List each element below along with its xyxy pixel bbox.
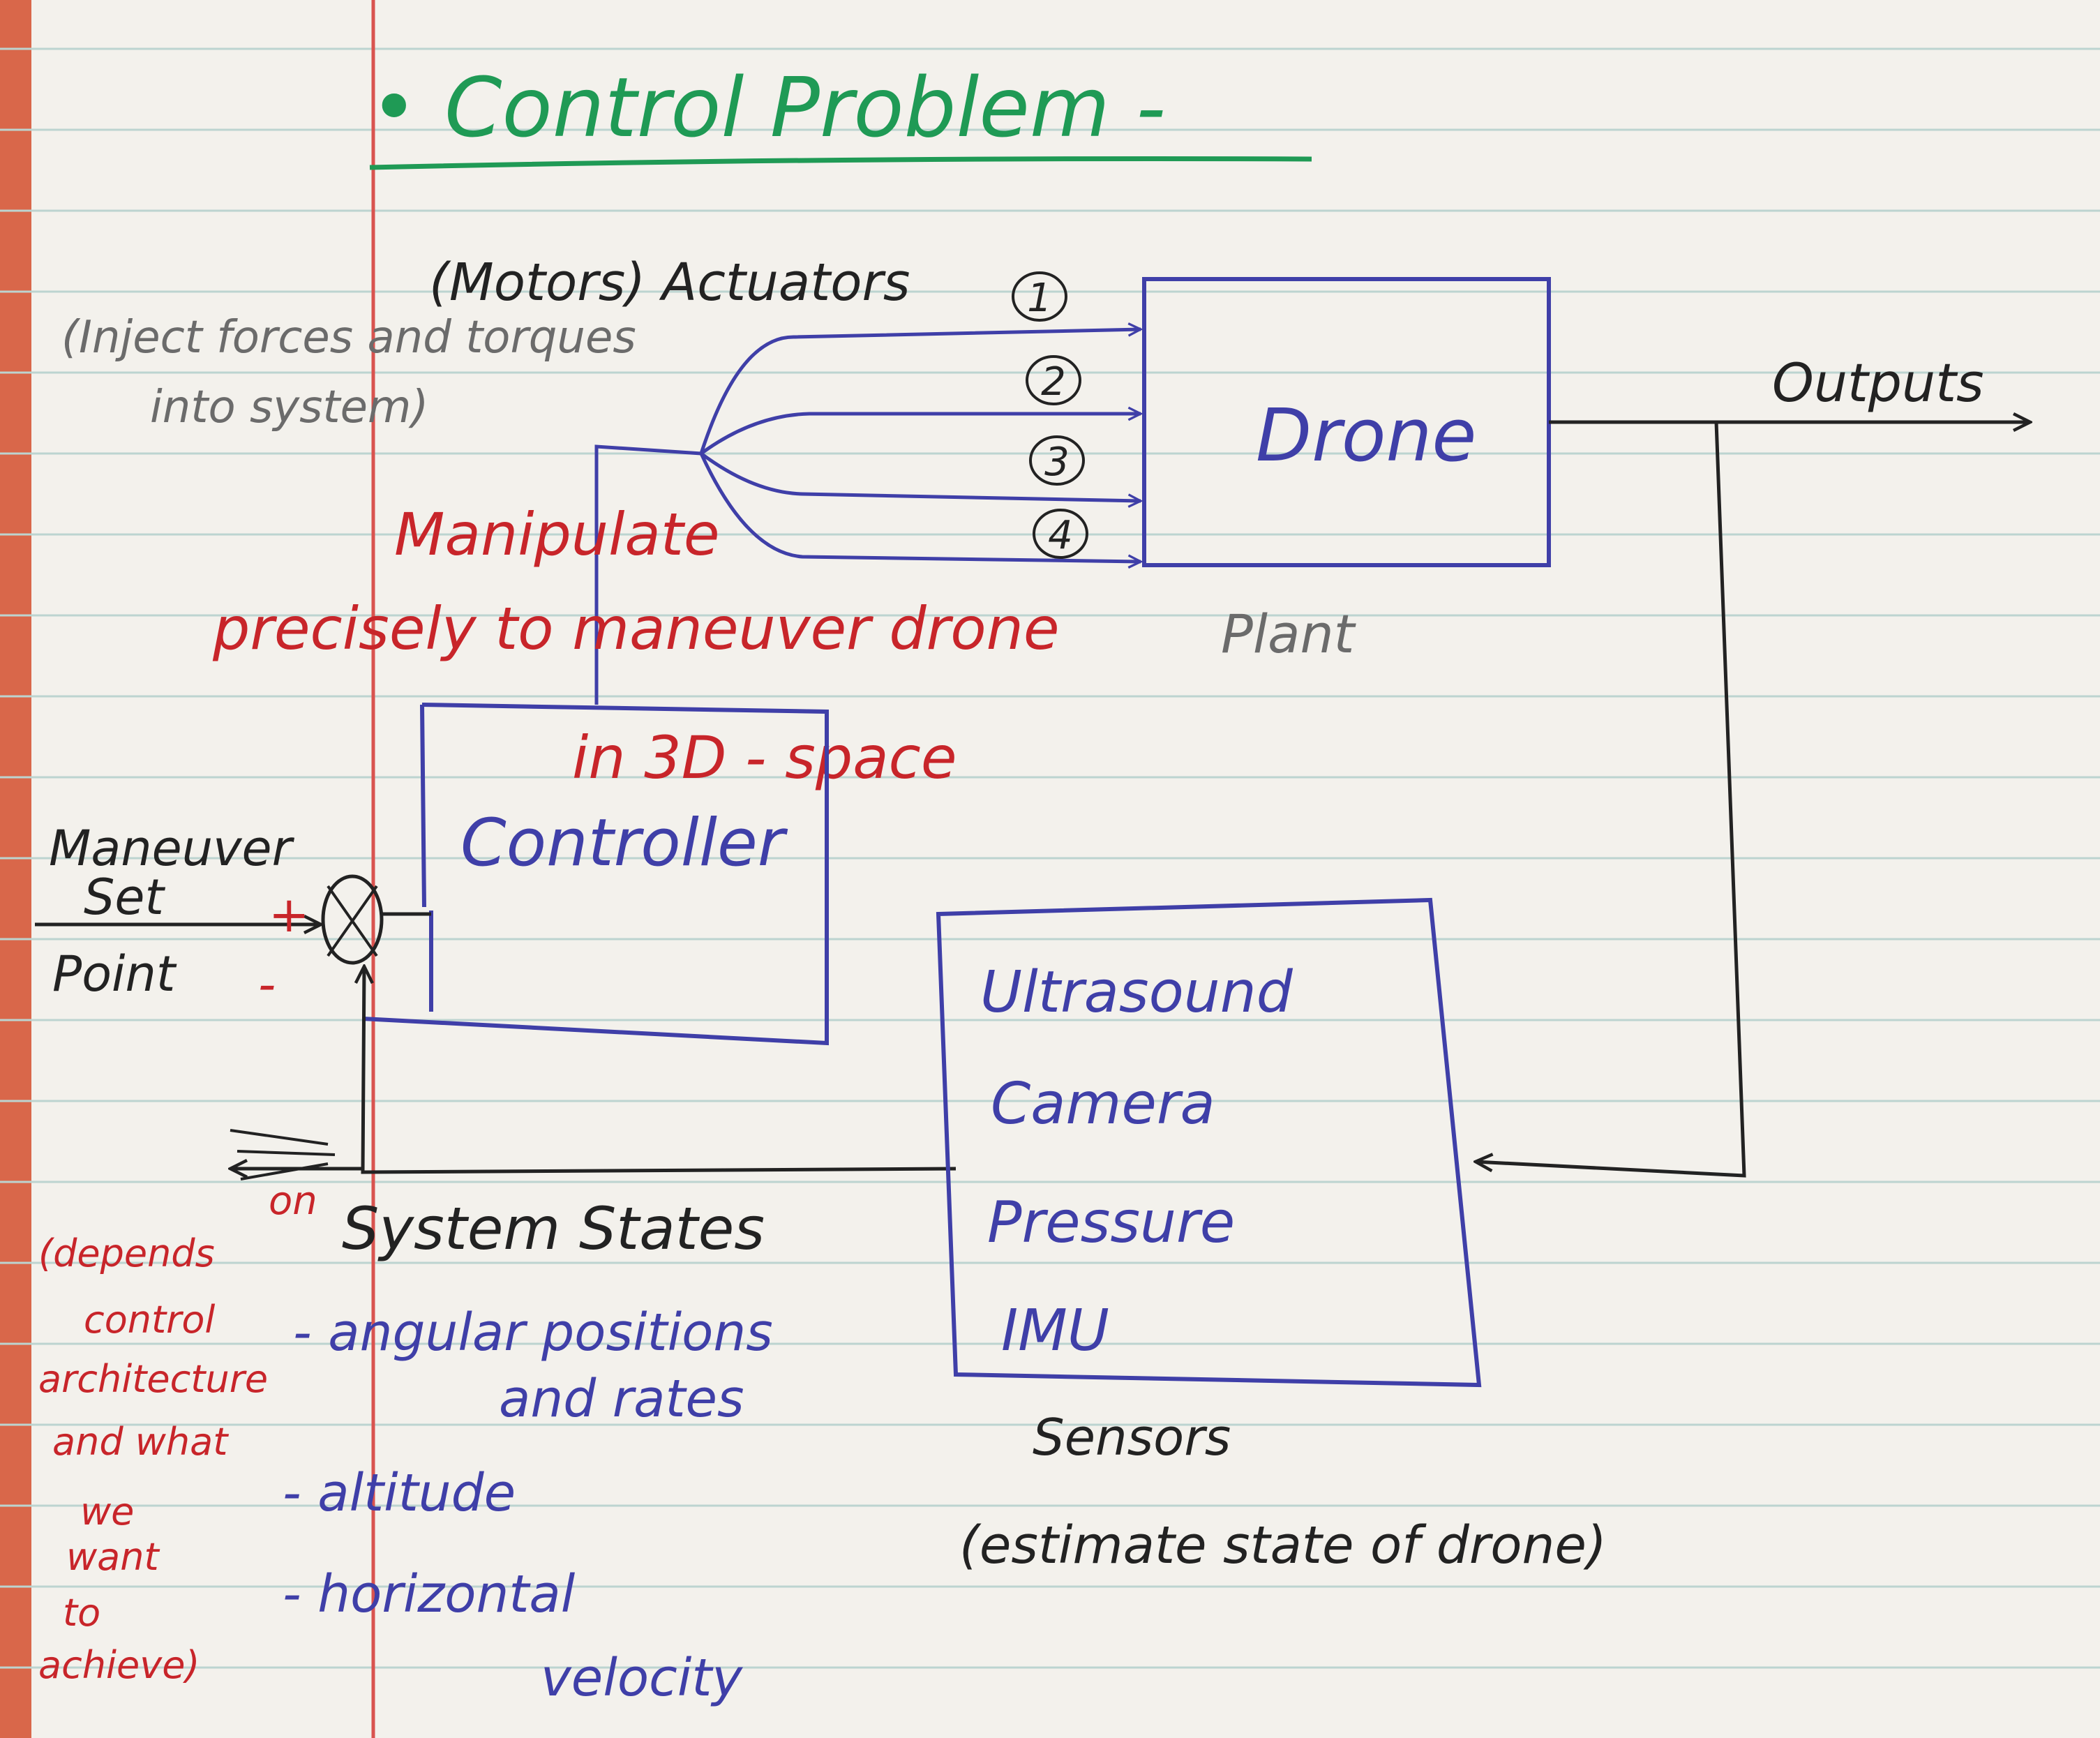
system-state-velocity: velocity — [541, 1648, 743, 1708]
depends-note: (depends control architecture and what w… — [38, 1231, 268, 1687]
sensors-block — [936, 897, 1482, 1388]
depends-line-3: architecture — [38, 1357, 268, 1401]
summing-junction — [321, 874, 384, 965]
manipulate-note-line1: Manipulate — [394, 500, 720, 569]
channel-2-number: 2 — [1041, 359, 1066, 405]
sensor-ultrasound: Ultrasound — [980, 959, 1293, 1026]
sensors-note: (estimate state of drone) — [959, 1515, 1607, 1575]
plant-label: Plant — [1221, 603, 1357, 665]
controller-block-label: Controller — [460, 805, 788, 881]
outputs-label: Outputs — [1772, 352, 1984, 414]
channel-3-number: 3 — [1044, 440, 1070, 485]
sensor-imu: IMU — [1001, 1298, 1109, 1364]
setpoint-label-line2: Set — [84, 869, 166, 926]
depends-line-1: (depends — [38, 1231, 215, 1275]
controller-block — [362, 703, 829, 1046]
system-state-altitude: - altitude — [283, 1463, 516, 1523]
sensor-pressure: Pressure — [987, 1190, 1235, 1256]
actuators-label: (Motors) Actuators — [429, 253, 910, 313]
depends-line-4: and what — [52, 1420, 229, 1464]
system-state-angular-rates: and rates — [499, 1369, 744, 1429]
sensors-label: Sensors — [1033, 1408, 1231, 1467]
page-title: • Control Problem - — [370, 59, 1166, 156]
drone-block-label: Drone — [1256, 393, 1476, 478]
controller-block-left-edge — [420, 704, 426, 908]
channel-1-number: 1 — [1027, 276, 1052, 321]
depends-line-7: to — [63, 1591, 100, 1635]
channel-3: 3 — [1029, 435, 1085, 486]
ruled-lines — [0, 47, 2100, 1669]
channel-4: 4 — [1033, 509, 1088, 559]
plus-sign: + — [269, 886, 310, 943]
depends-line-8: achieve) — [38, 1643, 200, 1687]
setpoint-label-line3: Point — [52, 945, 177, 1003]
actuator-channels — [594, 329, 1141, 705]
system-state-horizontal: - horizontal — [283, 1564, 576, 1624]
sensor-camera: Camera — [991, 1071, 1215, 1137]
output-feedback-path — [1476, 422, 2030, 1178]
system-state-angular: - angular positions — [293, 1303, 773, 1363]
depends-line-2: control — [84, 1298, 215, 1342]
minus-sign: - — [258, 956, 276, 1013]
channel-1: 1 — [1012, 271, 1067, 322]
setpoint-label-line1: Maneuver — [49, 820, 295, 877]
depends-line-6: want — [66, 1535, 160, 1579]
manipulate-note-line2: precisely to maneuver drone — [212, 594, 1060, 663]
system-states-on: on — [269, 1178, 317, 1224]
actuators-note-line2: into system) — [150, 382, 428, 433]
channel-2: 2 — [1026, 355, 1081, 405]
left-edge-shadow — [0, 0, 31, 1738]
manipulate-note-line3: in 3D - space — [572, 724, 957, 792]
title-underline — [369, 156, 1312, 170]
feedback-path — [230, 966, 957, 1181]
actuators-note-line1: (Inject forces and torques — [61, 312, 636, 364]
system-states-label: System States — [342, 1194, 765, 1263]
channel-4-number: 4 — [1048, 513, 1073, 558]
depends-line-5: we — [80, 1490, 134, 1534]
